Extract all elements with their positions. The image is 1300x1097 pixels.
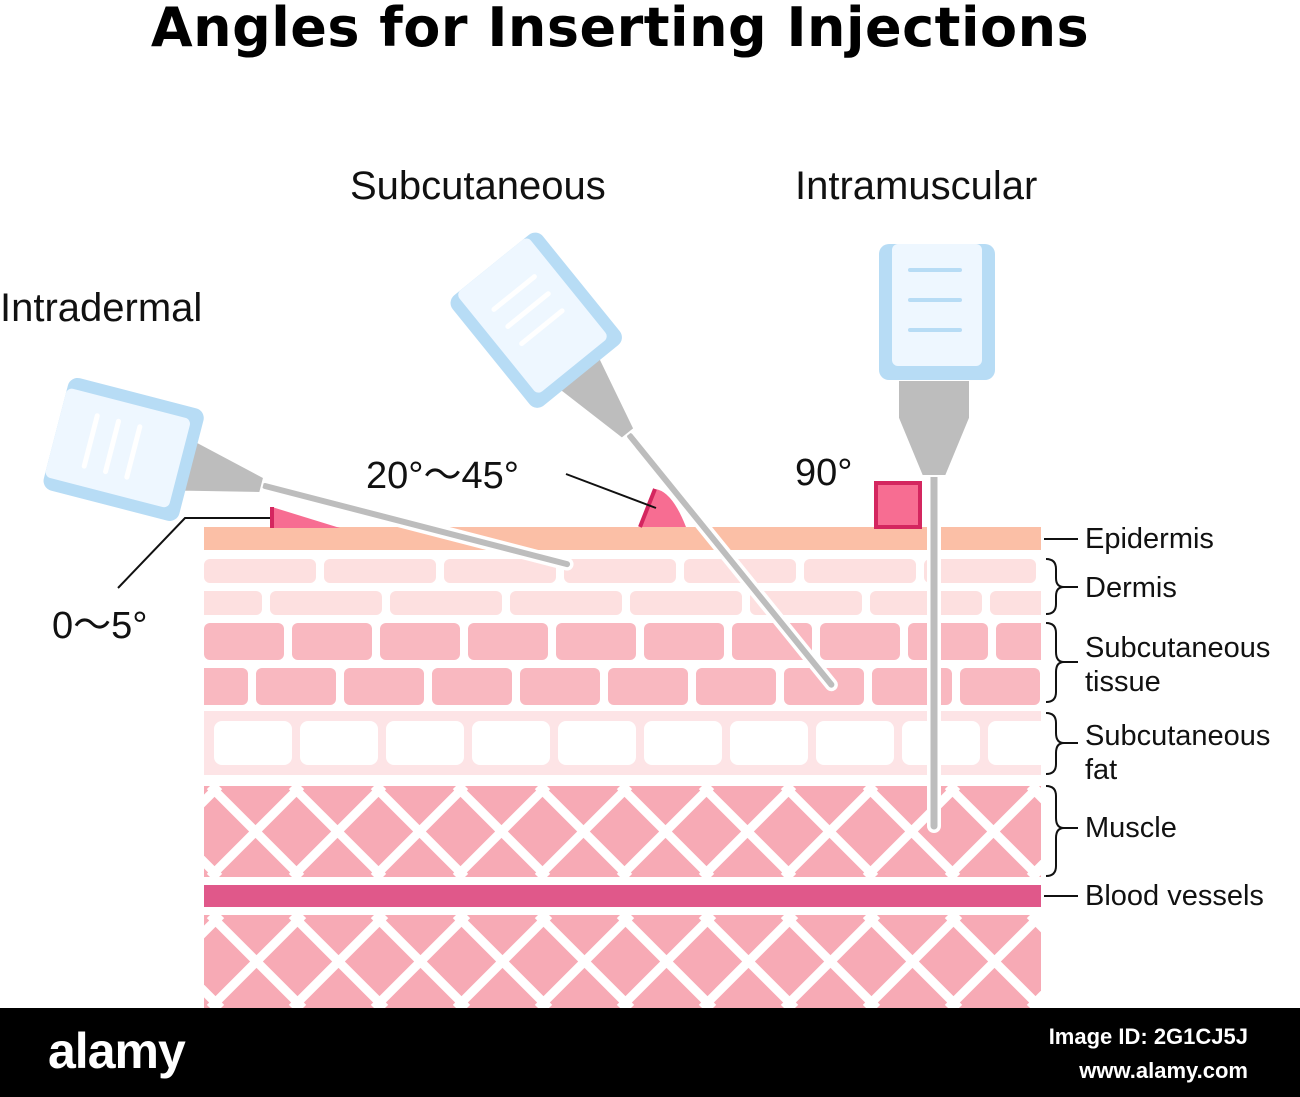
intradermal-method-label: Intradermal	[0, 286, 203, 330]
epidermis-label: Epidermis	[1085, 523, 1214, 555]
dermis-label: Dermis	[1085, 572, 1177, 604]
intramuscular-angle-label: 90°	[795, 452, 853, 494]
muscle-label: Muscle	[1085, 812, 1177, 844]
subcutaneous-syringe	[450, 232, 838, 692]
needle-hub	[897, 379, 971, 477]
skin-cross-section	[204, 527, 1041, 1008]
blood-vessel-layer	[204, 885, 1041, 907]
intradermal-syringe	[43, 377, 574, 571]
site-url: www.alamy.com	[1079, 1058, 1248, 1083]
subcutaneous-angle-label: 20°〜45°	[366, 455, 519, 497]
subcutaneous-method-label: Subcutaneous	[350, 164, 606, 208]
skin-injection-diagram	[43, 232, 1078, 1008]
brand-logo: alamy	[48, 1023, 186, 1079]
intradermal-leader-line	[117, 517, 270, 589]
page-title: Angles for Inserting Injections	[150, 0, 1090, 59]
intramuscular-method-label: Intramuscular	[795, 164, 1038, 208]
blood-vessels-label: Blood vessels	[1085, 880, 1264, 912]
lower-muscle-layer	[204, 911, 1041, 1008]
epidermis-layer	[204, 527, 1041, 550]
subcutaneous-fat-label: Subcutaneous fat	[1085, 720, 1271, 786]
intradermal-angle-label: 0〜5°	[52, 605, 148, 647]
intramuscular-angle-marker	[874, 481, 922, 529]
needle	[262, 483, 571, 568]
layer-leader-lines	[1044, 538, 1078, 897]
intramuscular-syringe	[879, 244, 995, 833]
intradermal-angle-marker	[272, 507, 340, 528]
muscle-layer	[204, 782, 1041, 881]
subcutaneous-tissue-label: Subcutaneous tissue	[1085, 632, 1271, 698]
needle	[627, 433, 835, 688]
image-id: Image ID: 2G1CJ5J	[1048, 1024, 1248, 1049]
subcutaneous-leader-line	[565, 473, 657, 509]
stock-footer: alamy Image ID: 2G1CJ5J www.alamy.com	[0, 1008, 1300, 1097]
needle-hub	[181, 439, 266, 495]
